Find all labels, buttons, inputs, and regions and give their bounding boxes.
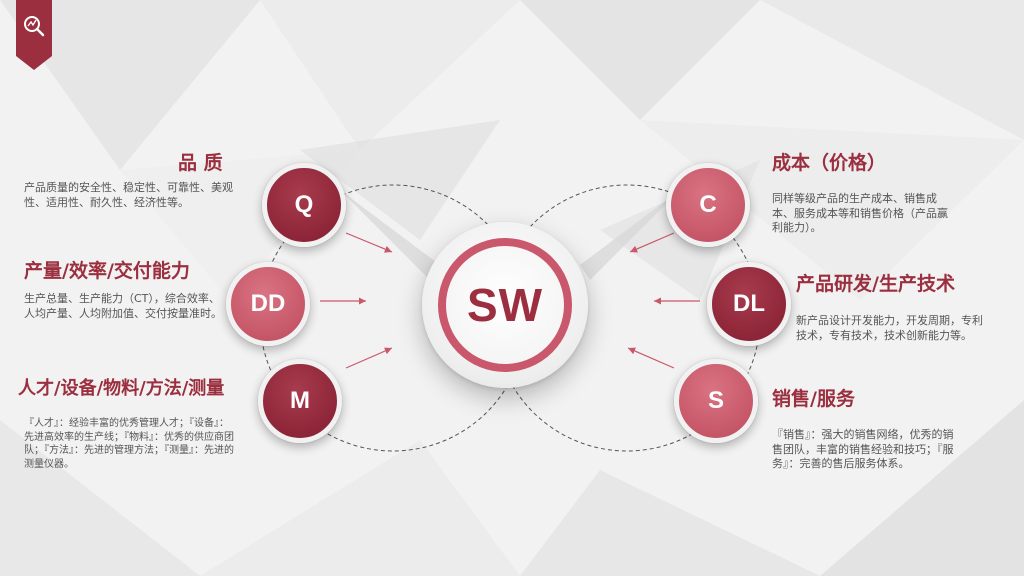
desc-resources: 『人才』：经验丰富的优秀管理人才；『设备』：先进高效率的生产线；『物料』：优秀的…	[24, 418, 234, 470]
node-s: S	[674, 359, 758, 443]
title-quality: 品 质	[178, 152, 223, 174]
node-c: C	[666, 163, 750, 247]
search-chart-icon	[24, 16, 40, 32]
node-dl: DL	[707, 262, 791, 346]
title-rnd: 产品研发/生产技术	[796, 273, 955, 295]
node-label: M	[290, 387, 310, 414]
node-m: M	[258, 359, 342, 443]
node-label: C	[699, 191, 717, 218]
title-sales: 销售/服务	[772, 388, 855, 410]
title-cost: 成本（价格）	[772, 152, 887, 174]
arrow-s	[627, 347, 675, 369]
desc-quality: 产品质量的安全性、稳定性、可靠性、美观性、适用性、耐久性、经济性等。	[24, 181, 233, 209]
center-ring: SW	[438, 238, 572, 372]
title-output: 产量/效率/交付能力	[24, 260, 190, 282]
node-label: S	[707, 387, 724, 414]
title-resources: 人才/设备/物料/方法/测量	[18, 378, 225, 399]
arrow-c	[629, 232, 675, 253]
desc-sales: 『销售』：强大的销售网络，优秀的销售团队，丰富的销售经验和技巧；『服务』：完善的…	[772, 428, 954, 470]
node-label: Q	[294, 191, 314, 218]
node-q: Q	[262, 163, 346, 247]
node-dd: DD	[226, 262, 310, 346]
node-label: DD	[250, 290, 286, 317]
desc-cost: 同样等级产品的生产成本、销售成本、服务成本等和销售价格（产品赢利能力）。	[772, 192, 948, 234]
arrow-q	[345, 232, 393, 253]
center-label: SW	[466, 279, 544, 331]
node-label: DL	[733, 290, 765, 317]
desc-rnd: 新产品设计开发能力，开发周期，专利技术，专有技术，技术创新能力等。	[796, 314, 983, 342]
desc-output: 生产总量、生产能力（CT），综合效率、人均产量、人均附加值、交付按量准时。	[24, 292, 222, 320]
header-badge	[16, 0, 52, 70]
arrow-m	[345, 347, 393, 369]
